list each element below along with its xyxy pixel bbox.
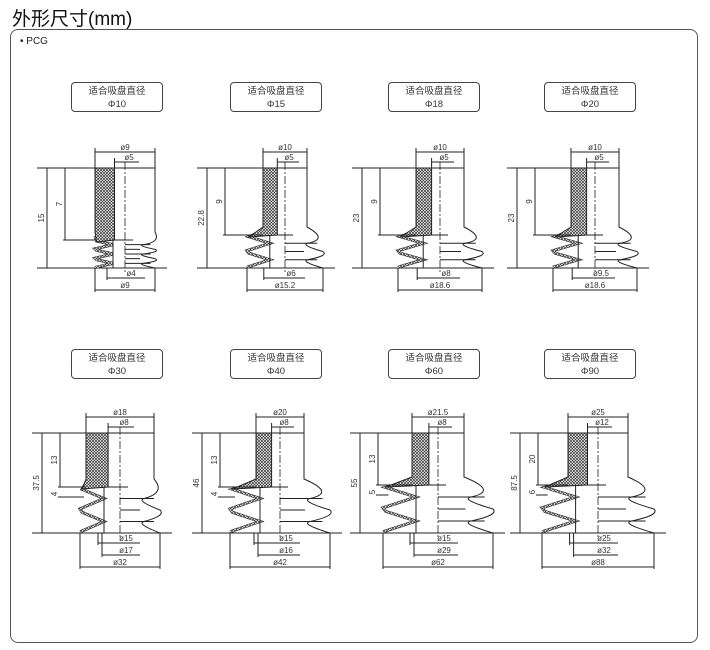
neck2-dim: 4 — [210, 491, 219, 496]
neck-dim: 9 — [370, 199, 379, 204]
cup-size: Φ60 — [424, 366, 444, 377]
height-dim: 22.8 — [197, 210, 206, 226]
size-label-box: 适合吸盘直径 Φ40 — [230, 349, 322, 379]
top-diameter-dim: ø10 — [588, 143, 602, 152]
bottom-diameter-dim: ø15 — [119, 534, 133, 543]
caption: 适合吸盘直径 — [405, 353, 463, 364]
bottom-diameter-dim: ø18.6 — [430, 281, 451, 290]
size-label-box: 适合吸盘直径 Φ18 — [388, 82, 480, 112]
bottom-diameter-dim: ø17 — [119, 546, 133, 555]
cup-size: Φ15 — [266, 99, 286, 110]
neck-dim: 9 — [525, 199, 534, 204]
bottom-diameter-dim: ø9.5 — [593, 269, 610, 278]
neck2-dim: 5 — [368, 489, 377, 494]
caption: 适合吸盘直径 — [561, 86, 619, 97]
height-dim: 87.5 — [510, 475, 519, 491]
cup-size: Φ90 — [580, 366, 600, 377]
height-dim: 23 — [507, 213, 516, 222]
caption: 适合吸盘直径 — [88, 86, 146, 97]
size-label-box: 适合吸盘直径 Φ15 — [230, 82, 322, 112]
bottom-diameter-dim: ø9 — [120, 281, 130, 290]
caption: 适合吸盘直径 — [405, 86, 463, 97]
neck-dim: 13 — [368, 454, 377, 463]
bottom-diameter-dim: ø15.2 — [275, 281, 296, 290]
height-dim: 37.5 — [32, 475, 41, 491]
top-diameter-dim: ø10 — [278, 143, 292, 152]
height-dim: 23 — [352, 213, 361, 222]
bottom-diameter-dim: ø4 — [126, 269, 136, 278]
bottom-diameter-dim: ø32 — [113, 558, 127, 567]
top-diameter-dim: ø10 — [433, 143, 447, 152]
caption: 适合吸盘直径 — [247, 86, 305, 97]
bottom-diameter-dim: ø15 — [279, 534, 293, 543]
top-diameter-dim: ø9 — [120, 143, 130, 152]
size-label-box: 适合吸盘直径 Φ30 — [71, 349, 163, 379]
neck2-dim: 4 — [50, 491, 59, 496]
page-title: 外形尺寸(mm) — [12, 9, 133, 30]
top-diameter-dim: ø18 — [113, 408, 127, 417]
top-diameter-dim: ø25 — [591, 408, 605, 417]
bottom-diameter-dim: ø18.6 — [585, 281, 606, 290]
neck2-dim: 6 — [528, 489, 537, 494]
caption: 适合吸盘直径 — [561, 353, 619, 364]
caption: 适合吸盘直径 — [88, 353, 146, 364]
cup-size: Φ40 — [266, 366, 286, 377]
size-label-box: 适合吸盘直径 Φ60 — [388, 349, 480, 379]
height-dim: 15 — [37, 213, 46, 222]
bore-diameter-dim: ø5 — [594, 153, 604, 162]
bottom-diameter-dim: ø88 — [591, 558, 605, 567]
height-dim: 55 — [350, 478, 359, 487]
bottom-diameter-dim: ø8 — [441, 269, 451, 278]
size-label-box: 适合吸盘直径 Φ90 — [544, 349, 636, 379]
cup-size: Φ20 — [580, 99, 600, 110]
series-label: • PCG — [20, 36, 48, 47]
size-label-box: 适合吸盘直径 Φ20 — [544, 82, 636, 112]
cup-size: Φ30 — [107, 366, 127, 377]
neck-dim: 7 — [55, 201, 64, 206]
size-label-box: 适合吸盘直径 Φ10 — [71, 82, 163, 112]
bottom-diameter-dim: ø62 — [431, 558, 445, 567]
cup-size: Φ18 — [424, 99, 444, 110]
bore-diameter-dim: ø8 — [119, 418, 129, 427]
top-diameter-dim: ø21.5 — [428, 408, 449, 417]
caption: 适合吸盘直径 — [247, 353, 305, 364]
bottom-diameter-dim: ø29 — [437, 546, 451, 555]
bore-diameter-dim: ø5 — [439, 153, 449, 162]
bellows-drawing: ø21.5ø8 55 13 5 ø15 ø29 ø62 — [350, 408, 505, 569]
bore-diameter-dim: ø8 — [437, 418, 447, 427]
bottom-diameter-dim: ø15 — [437, 534, 451, 543]
neck-dim: 9 — [215, 199, 224, 204]
bore-diameter-dim: ø5 — [284, 153, 294, 162]
bottom-diameter-dim: ø32 — [597, 546, 611, 555]
drawing-frame — [10, 29, 698, 643]
bore-diameter-dim: ø8 — [279, 418, 289, 427]
height-dim: 46 — [192, 478, 201, 487]
cup-size: Φ10 — [107, 99, 127, 110]
bottom-diameter-dim: ø6 — [286, 269, 296, 278]
neck-dim: 13 — [210, 455, 219, 464]
bottom-diameter-dim: ø25 — [597, 534, 611, 543]
bore-diameter-dim: ø12 — [595, 418, 609, 427]
neck-dim: 20 — [528, 454, 537, 463]
neck-dim: 13 — [50, 455, 59, 464]
bottom-diameter-dim: ø16 — [279, 546, 293, 555]
bore-diameter-dim: ø5 — [124, 153, 134, 162]
top-diameter-dim: ø20 — [273, 408, 287, 417]
bottom-diameter-dim: ø42 — [273, 558, 287, 567]
